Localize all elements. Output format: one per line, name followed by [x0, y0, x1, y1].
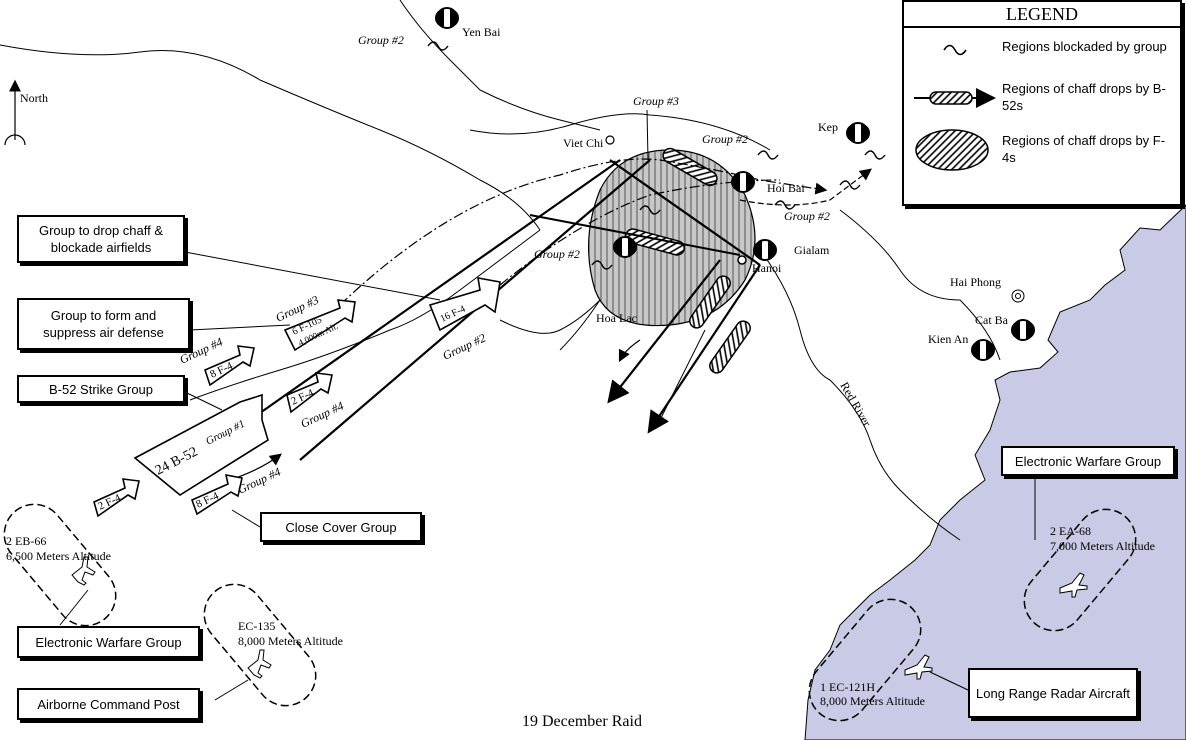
group-label: Group #2 — [358, 33, 404, 47]
callout-long-range-radar: Long Range Radar Aircraft — [968, 668, 1138, 718]
place-gialam: Gialam — [794, 243, 830, 257]
callout-airborne-cp: Airborne Command Post — [17, 688, 200, 720]
place-kep: Kep — [818, 120, 838, 134]
f4-8-lower-arrow — [190, 473, 243, 516]
callout-b52-strike: B-52 Strike Group — [17, 375, 185, 403]
b52-formation-arrow — [133, 393, 269, 496]
map-title: 19 December Raid — [522, 713, 642, 730]
place-kien-an: Kien An — [928, 332, 968, 346]
orbit-label: 2 EA-68 — [1050, 524, 1091, 538]
hanoi-marker — [737, 255, 747, 265]
sea — [804, 204, 1186, 740]
f105-formation-arrow — [283, 299, 356, 352]
place-viet-chi: Viet Chi — [563, 136, 604, 150]
chaff-area-icon — [915, 129, 989, 171]
group-label: Group #2 — [702, 132, 748, 146]
rivers — [0, 0, 1001, 541]
f4-2-mid-arrow — [286, 372, 333, 414]
f4-8-upper-arrow — [204, 345, 255, 387]
callout-chaff-blockade: Group to drop chaff & blockade airfields — [17, 215, 185, 263]
orbit-label: EC-135 — [238, 619, 275, 633]
place-hai-phong: Hai Phong — [950, 275, 1001, 289]
chaff-corridor-icon — [914, 88, 996, 108]
north-label: North — [20, 91, 48, 105]
orbit-label: 8,000 Meters Altitude — [820, 694, 925, 708]
group-label: Group #3 — [633, 94, 679, 108]
legend-swatches — [914, 44, 996, 171]
aircraft-icons — [71, 556, 1088, 680]
legend-item-b52-chaff: Regions of chaff drops by B-52s — [1002, 81, 1166, 113]
legend-item-f4-chaff: Regions of chaff drops by F-4s — [1002, 133, 1166, 165]
airfield-markers — [435, 7, 1035, 361]
f4-16-formation-arrow — [428, 277, 501, 332]
formation-arrows — [93, 277, 501, 518]
place-hoa-lac: Hoa Lac — [596, 311, 637, 325]
viet-chi-marker — [605, 135, 615, 145]
group-label: Group #2 — [534, 247, 580, 261]
legend-item-blockade: Regions blockaded by group — [1002, 39, 1167, 54]
chaff-area-f4 — [587, 149, 756, 327]
legend-title: LEGEND — [904, 2, 1180, 28]
place-yen-bai: Yen Bai — [462, 25, 501, 39]
orbit-label: 2 EB-66 — [6, 534, 46, 548]
group-label: Group #4 — [235, 465, 283, 497]
place-hanoi: Hanoi — [752, 261, 782, 275]
place-cat-ba: Cat Ba — [975, 313, 1009, 327]
blockade-icon — [943, 44, 967, 56]
orbit-label: 8,000 Meters Altitude — [238, 634, 343, 648]
callout-ew-left: Electronic Warfare Group — [17, 626, 200, 658]
orbit-label: 1 EC-121H — [820, 680, 875, 694]
orbit-label: 7,000 Meters Altitude — [1050, 539, 1155, 553]
callout-close-cover: Close Cover Group — [260, 512, 422, 542]
blockade-icons — [427, 41, 886, 270]
callout-leaders — [59, 109, 1036, 701]
group-label: Group #2 — [784, 209, 830, 223]
group-label: Group #2 — [440, 331, 488, 363]
hai-phong-marker — [1011, 289, 1025, 303]
b52-chaff-corridors — [625, 147, 751, 374]
orbits — [3, 503, 1137, 722]
place-red-river: Red River — [837, 380, 874, 429]
callout-ew-right: Electronic Warfare Group — [1001, 446, 1175, 476]
legend: LEGEND Regions blockaded by group Region… — [902, 0, 1182, 206]
f4-2-lead-arrow — [93, 478, 140, 518]
callout-air-defense: Group to form and suppress air defense — [17, 298, 190, 350]
north-arrow-icon — [4, 79, 26, 146]
place-hoi-bai: Hoi Bai — [767, 181, 805, 195]
orbit-label: 6,500 Meters Altitude — [6, 549, 111, 563]
